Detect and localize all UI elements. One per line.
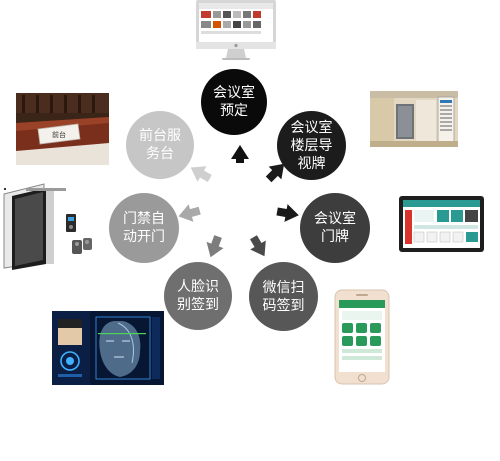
arrow-wechat-to-face (206, 235, 224, 258)
arrow-to-booking (231, 145, 249, 163)
node-meeting-room-booking: 会议室 预定 (201, 69, 267, 135)
nameplate-text: 前台 (52, 130, 66, 139)
node-wechat-scan-checkin: 微信扫 码签到 (249, 262, 318, 331)
node-face-recognition-checkin: 人脸识 别签到 (164, 262, 232, 330)
arrow-access-to-front-desk (190, 166, 212, 182)
arrow-floor-guide-to-door-sign (276, 204, 299, 222)
node-meeting-room-floor-guide: 会议室 楼层导 视牌 (277, 111, 346, 180)
face-recognition-photo (52, 311, 164, 385)
arrow-booking-to-floor-guide (265, 163, 285, 183)
arrow-door-sign-to-wechat (250, 235, 266, 257)
node-meeting-room-door-sign: 会议室 门牌 (300, 193, 370, 263)
front-desk-photo: 前台 (16, 93, 109, 165)
imac-photo (196, 0, 276, 60)
node-front-desk-service: 前台服 务台 (126, 111, 194, 179)
door-sign-tablet-photo (399, 196, 484, 252)
lobby-floor-guide-photo (370, 91, 458, 147)
node-access-control-auto-door: 门禁自 动开门 (109, 193, 179, 263)
smartphone-photo (334, 289, 390, 385)
access-control-door-photo (3, 183, 92, 270)
arrow-face-to-access (178, 204, 201, 222)
